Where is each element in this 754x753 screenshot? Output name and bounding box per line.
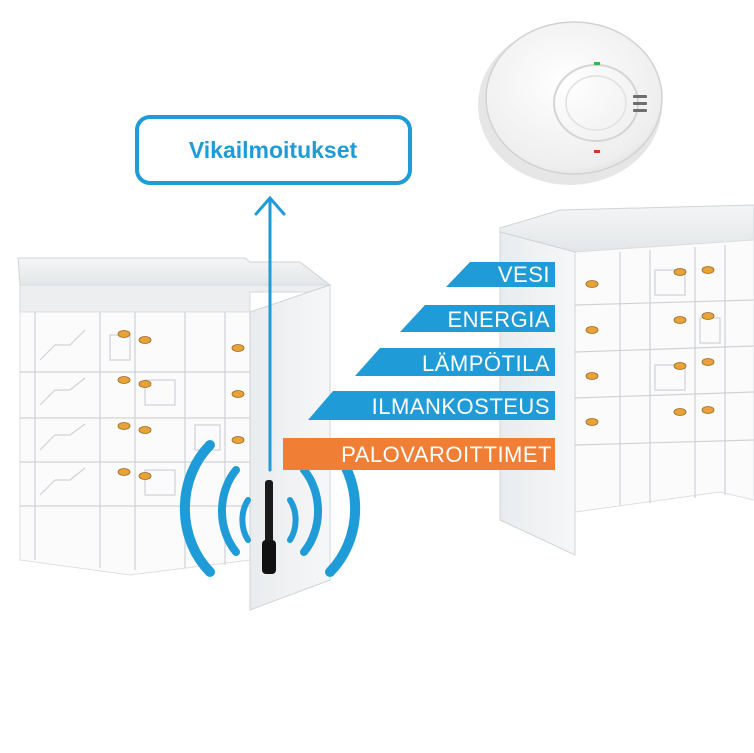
svg-text:LÄMPÖTILA: LÄMPÖTILA	[422, 351, 550, 376]
smoke-detector-icon	[478, 21, 663, 185]
svg-text:VESI: VESI	[498, 262, 550, 287]
category-labels: VESI ENERGIA LÄMPÖTILA ILMANKOSTEUS PALO…	[283, 262, 555, 470]
category-label-energia: ENERGIA	[400, 305, 555, 332]
svg-text:PALOVAROITTIMET: PALOVAROITTIMET	[341, 442, 552, 467]
title-label: Vikailmoitukset	[189, 137, 358, 163]
svg-text:ILMANKOSTEUS: ILMANKOSTEUS	[372, 394, 550, 419]
category-label-lampotila: LÄMPÖTILA	[355, 348, 555, 376]
left-building	[17, 257, 332, 611]
title-box: Vikailmoitukset	[135, 115, 412, 185]
category-label-vesi: VESI	[446, 262, 555, 287]
category-label-palovaroittimet: PALOVAROITTIMET	[283, 438, 555, 470]
right-building	[499, 204, 754, 556]
svg-text:ENERGIA: ENERGIA	[447, 307, 550, 332]
category-label-ilmankosteus: ILMANKOSTEUS	[308, 391, 555, 420]
arrow-up-icon	[254, 195, 286, 472]
antenna-icon	[262, 480, 276, 574]
